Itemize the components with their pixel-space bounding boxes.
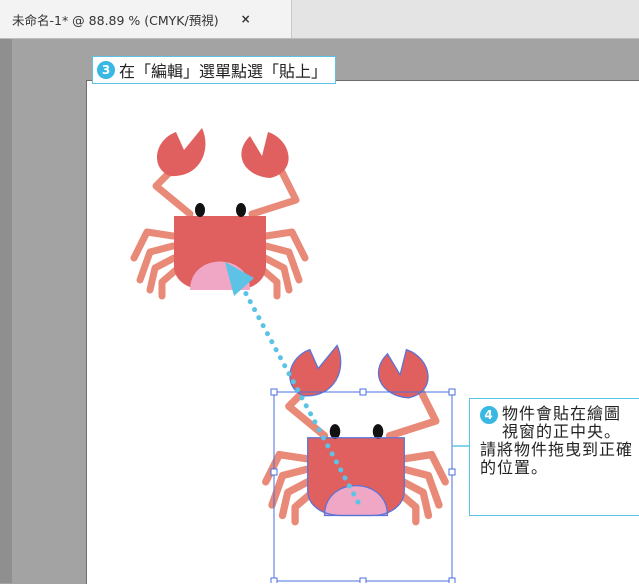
crab-illustration[interactable] [134,128,305,296]
selection-bounding-box[interactable] [270,388,456,583]
resize-handle[interactable] [270,468,278,476]
document-tab-bar: 未命名-1* @ 88.89 % (CMYK/預視) × [0,0,639,39]
resize-handle[interactable] [270,388,278,396]
step3-text: 在「編輯」選單點選「貼上」 [119,62,328,81]
document-tab[interactable]: 未命名-1* @ 88.89 % (CMYK/預視) × [0,0,292,38]
step3-callout: 3 在「編輯」選單點選「貼上」 [92,56,337,84]
left-panel-strip [0,39,12,583]
resize-handle[interactable] [359,388,367,396]
resize-handle[interactable] [359,577,367,583]
step4-text: 物件會貼在繪圖視窗的正中央。請將物件拖曳到正確的位置。 [480,404,634,477]
step4-number-badge: 4 [480,406,498,424]
document-tab-title: 未命名-1* @ 88.89 % (CMYK/預視) [12,12,219,28]
step4-callout: 4 物件會貼在繪圖視窗的正中央。請將物件拖曳到正確的位置。 [469,398,639,516]
resize-handle[interactable] [270,577,278,583]
resize-handle[interactable] [448,577,456,583]
drag-arrow-icon [225,262,361,505]
resize-handle[interactable] [448,388,456,396]
resize-handle[interactable] [448,468,456,476]
step3-number-badge: 3 [97,61,115,79]
close-tab-icon[interactable]: × [240,12,251,26]
